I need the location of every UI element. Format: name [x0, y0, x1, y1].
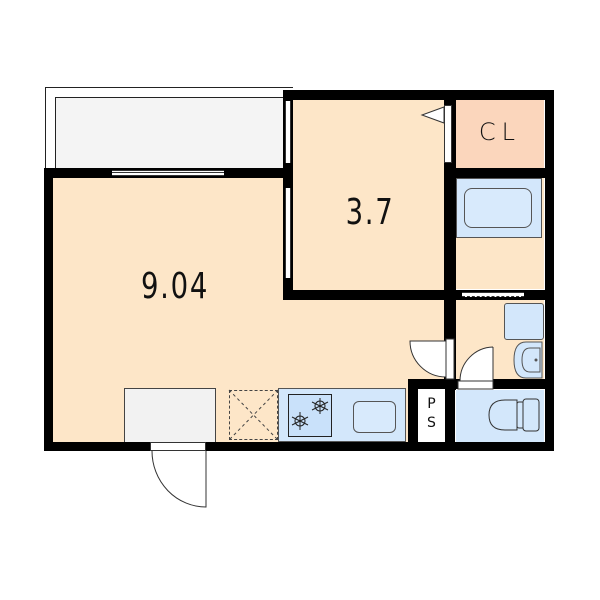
western-room-area-label: 9.04 — [140, 266, 210, 307]
wall-ps-left — [408, 379, 418, 451]
closet-label: CL — [478, 118, 522, 146]
washbasin-icon — [513, 341, 543, 379]
wall-bedroom-right — [444, 90, 456, 390]
pipe-space — [418, 389, 445, 442]
washroom-door-swing-icon[interactable] — [408, 338, 458, 381]
wall-closet-bottom — [444, 168, 554, 178]
balcony-floor — [55, 97, 288, 173]
window-bath — [462, 292, 524, 297]
wall-right — [545, 90, 554, 451]
window-western-room — [112, 170, 224, 176]
toilet-door-swing-icon[interactable] — [457, 345, 498, 390]
bedroom-area-label: 3.7 — [345, 192, 395, 233]
closet-door-swing-icon — [420, 106, 445, 124]
window-sash-line — [112, 172, 224, 173]
bedroom-floor — [292, 100, 444, 290]
wall-bedroom-bottom — [283, 290, 456, 300]
wall-left — [44, 168, 53, 451]
ps-label-p: P — [427, 396, 436, 412]
gas-stove[interactable] — [288, 394, 332, 437]
refrigerator-x-icon — [228, 389, 279, 441]
wall-bottom — [44, 442, 554, 451]
ps-label-s: S — [427, 415, 436, 431]
burner-icon — [291, 398, 329, 430]
window-bedroom-lower — [285, 188, 291, 278]
shoe-cabinet — [124, 388, 216, 442]
toilet-icon — [488, 398, 540, 432]
wall-ps-right — [445, 379, 455, 451]
refrigerator-space — [229, 390, 278, 440]
washing-machine-space — [504, 303, 544, 340]
window-bedroom-upper — [285, 101, 291, 163]
sink-basin — [353, 401, 396, 433]
closet-door-panel[interactable] — [444, 105, 452, 163]
entrance-door-frame — [150, 442, 206, 451]
entrance-door-swing-icon[interactable] — [150, 450, 208, 510]
wall-top-right — [283, 90, 554, 100]
bathtub-basin — [464, 188, 532, 228]
closet-floor — [456, 100, 544, 168]
